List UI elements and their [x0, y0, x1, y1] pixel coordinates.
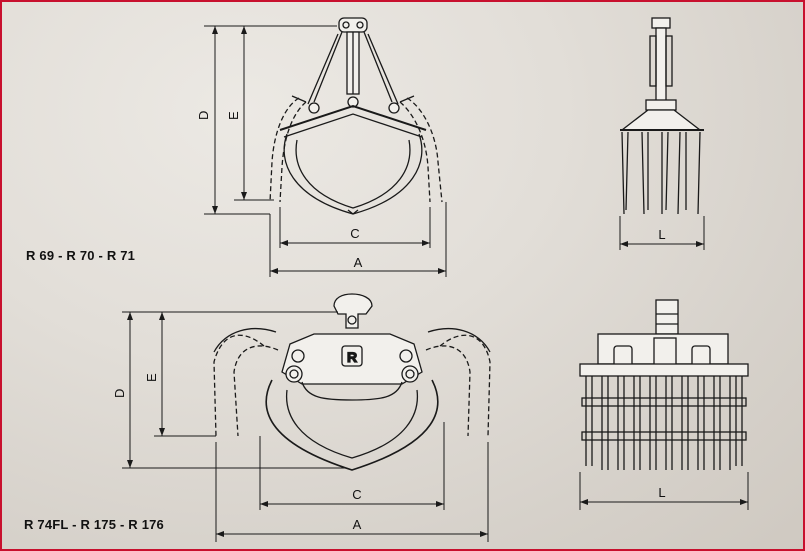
dim-label-d-bottom: D [112, 389, 127, 398]
dim-label-d-top: D [196, 111, 211, 120]
dim-label-c-top: C [350, 226, 359, 241]
dim-label-l-bottom: L [658, 485, 665, 500]
dim-label-l-top: L [658, 227, 665, 242]
bottom-grapple-side [579, 299, 749, 470]
logo-mark: R [347, 349, 357, 365]
dim-label-a-top: A [354, 255, 363, 270]
model-label-top: R 69 - R 70 - R 71 [26, 248, 136, 263]
dim-label-e-top: E [226, 111, 241, 120]
bottom-grapple-front [213, 293, 491, 471]
dim-label-e-bottom: E [144, 373, 159, 382]
top-side-dimension [619, 216, 705, 250]
dim-label-c-bottom: C [352, 487, 361, 502]
top-grapple-side [620, 17, 704, 215]
bottom-dimension-lines [122, 311, 489, 542]
top-grapple-front [269, 17, 443, 215]
bottom-side-dimension [579, 472, 749, 510]
top-dimension-lines [204, 25, 447, 277]
model-label-bottom: R 74FL - R 175 - R 176 [24, 517, 164, 532]
dim-label-a-bottom: A [353, 517, 362, 532]
